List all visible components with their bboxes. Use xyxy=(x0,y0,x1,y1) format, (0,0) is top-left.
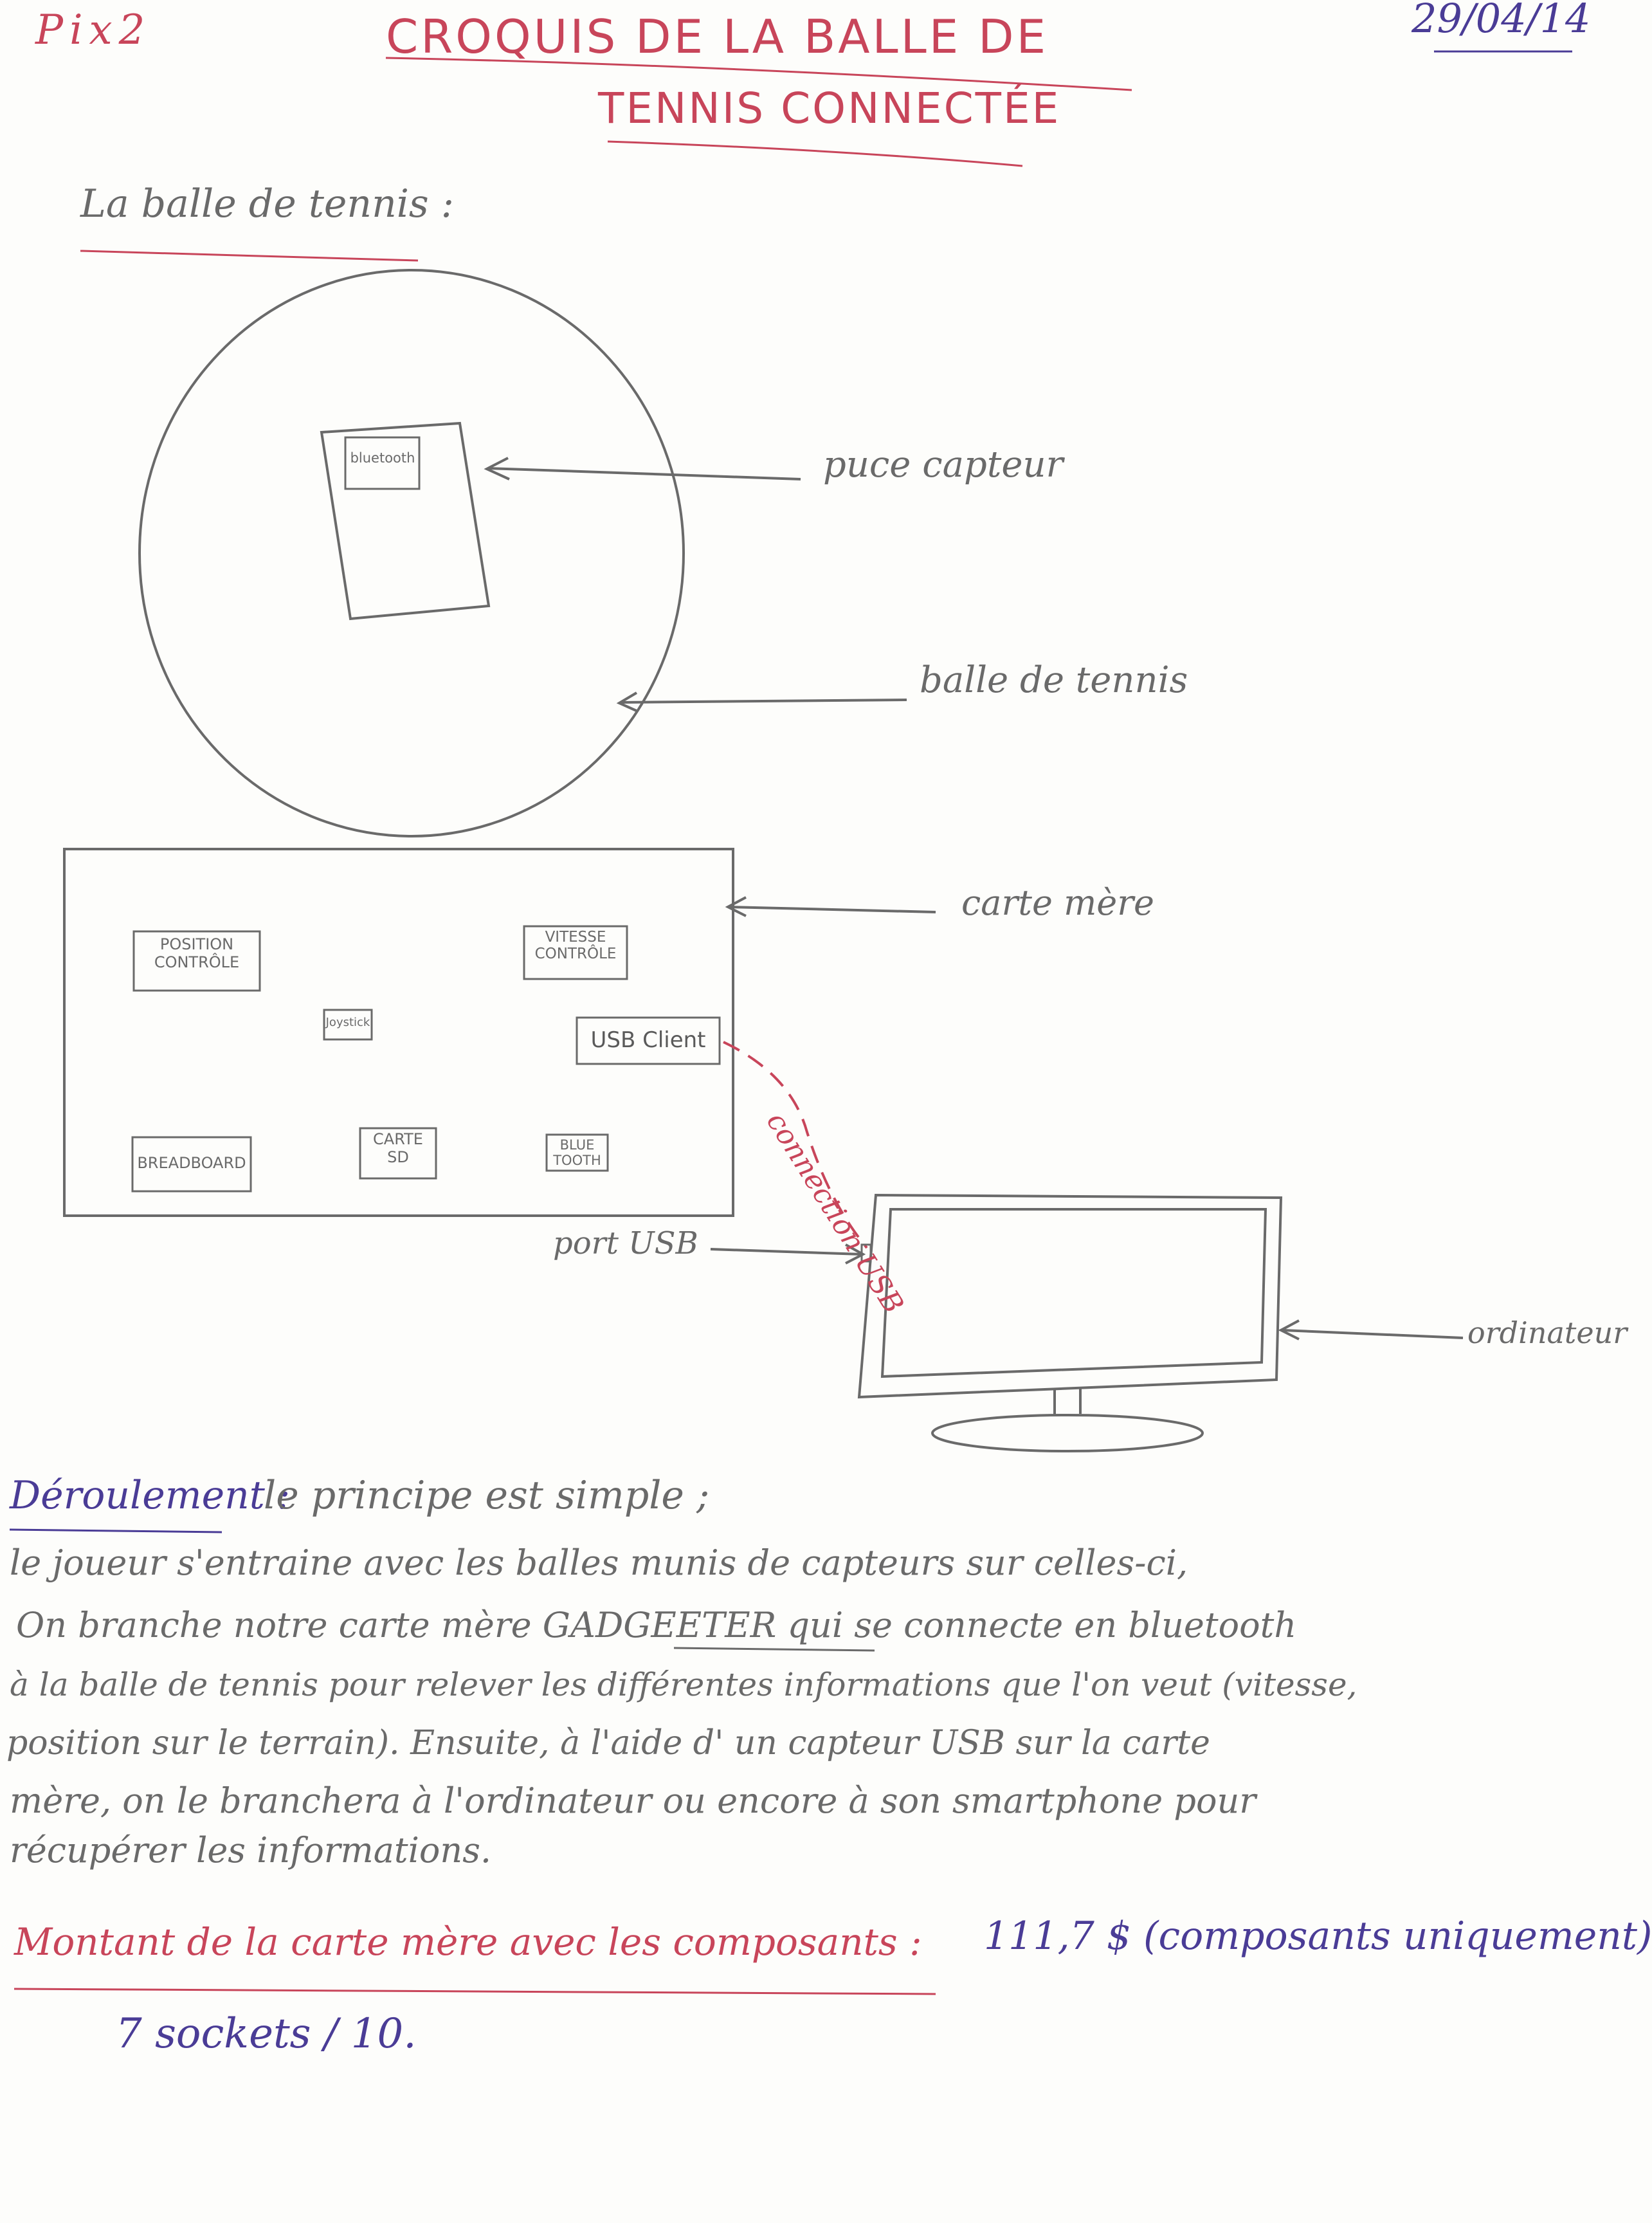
monitor-screen xyxy=(880,1208,1267,1378)
header-date: 29/04/14 xyxy=(1411,0,1591,42)
box-usb-client xyxy=(576,1016,721,1065)
gadgeeter-underline xyxy=(673,1647,875,1652)
label-balle-de-tennis: balle de tennis xyxy=(920,659,1188,701)
box-joystick xyxy=(323,1009,373,1041)
montant-underline xyxy=(14,1988,936,1995)
label-port-usb: port USB xyxy=(553,1225,698,1261)
component-bluetooth: BLUE TOOTH xyxy=(553,1137,601,1169)
chip-bluetooth-box xyxy=(344,436,421,490)
heading-underline xyxy=(80,250,419,262)
paragraph-line-5: mère, on le branchera à l'ordinateur ou … xyxy=(10,1780,1257,1821)
monitor-stand xyxy=(1053,1388,1082,1415)
page-title-line1: CROQUIS DE LA BALLE DE xyxy=(386,10,1049,64)
tennis-ball-circle xyxy=(138,269,685,837)
arrow-chip xyxy=(488,467,801,480)
label-carte-mere: carte mère xyxy=(961,883,1155,923)
box-carte-sd xyxy=(359,1127,437,1180)
box-vitesse xyxy=(523,925,628,980)
title-underline-1 xyxy=(385,57,1132,91)
montant-label: Montant de la carte mère avec les compos… xyxy=(14,1920,922,1964)
box-breadboard xyxy=(131,1136,252,1193)
motherboard-rect xyxy=(63,848,734,1217)
paragraph-line-3: à la balle de tennis pour relever les di… xyxy=(10,1666,1357,1703)
section-heading: La balle de tennis : xyxy=(80,181,454,226)
sketch-drawing xyxy=(9,50,1572,1995)
usb-connection-line xyxy=(723,1041,868,1249)
page-title-line2: TENNIS CONNECTÉE xyxy=(598,84,1061,133)
component-breadboard: BREADBOARD xyxy=(137,1154,246,1172)
paragraph-line-6: récupérer les informations. xyxy=(10,1830,492,1871)
component-position: POSITION CONTRÔLE xyxy=(154,935,240,971)
title-underlines xyxy=(80,50,1572,262)
monitor-base xyxy=(931,1414,1204,1452)
sockets-count: 7 sockets / 10. xyxy=(116,2010,417,2058)
label-ordinateur: ordinateur xyxy=(1467,1315,1628,1350)
chip-bluetooth-label: bluetooth xyxy=(350,450,415,466)
box-bluetooth xyxy=(545,1133,609,1172)
label-puce-capteur: puce capteur xyxy=(823,444,1064,486)
sensor-chip xyxy=(320,421,491,621)
arrow-ball xyxy=(620,699,907,704)
component-joystick: Joystick xyxy=(325,1016,370,1029)
header-tag: Pix2 xyxy=(35,6,152,54)
title-underline-2 xyxy=(607,140,1023,167)
deroulement-underline xyxy=(9,1528,222,1533)
paragraph-line-1: le joueur s'entraine avec les balles mun… xyxy=(10,1542,1188,1583)
component-vitesse: VITESSE CONTRÔLE xyxy=(534,929,617,963)
box-position xyxy=(132,930,261,992)
monitor-frame xyxy=(857,1193,1283,1399)
deroulement-label: Déroulement : xyxy=(10,1473,291,1518)
component-carte-sd: CARTE SD xyxy=(373,1130,423,1166)
paragraph-line-2: On branche notre carte mère GADGEETER qu… xyxy=(16,1605,1297,1645)
arrow-board xyxy=(729,906,936,913)
component-usb-client: USB Client xyxy=(590,1027,706,1053)
arrow-computer xyxy=(1282,1329,1464,1339)
arrow-port xyxy=(710,1248,862,1256)
deroulement-intro: le principe est simple ; xyxy=(264,1473,710,1518)
paragraph-line-4: position sur le terrain). Ensuite, à l'a… xyxy=(6,1724,1210,1762)
montant-value: 111,7 $ (composants uniquement) xyxy=(984,1914,1652,1959)
